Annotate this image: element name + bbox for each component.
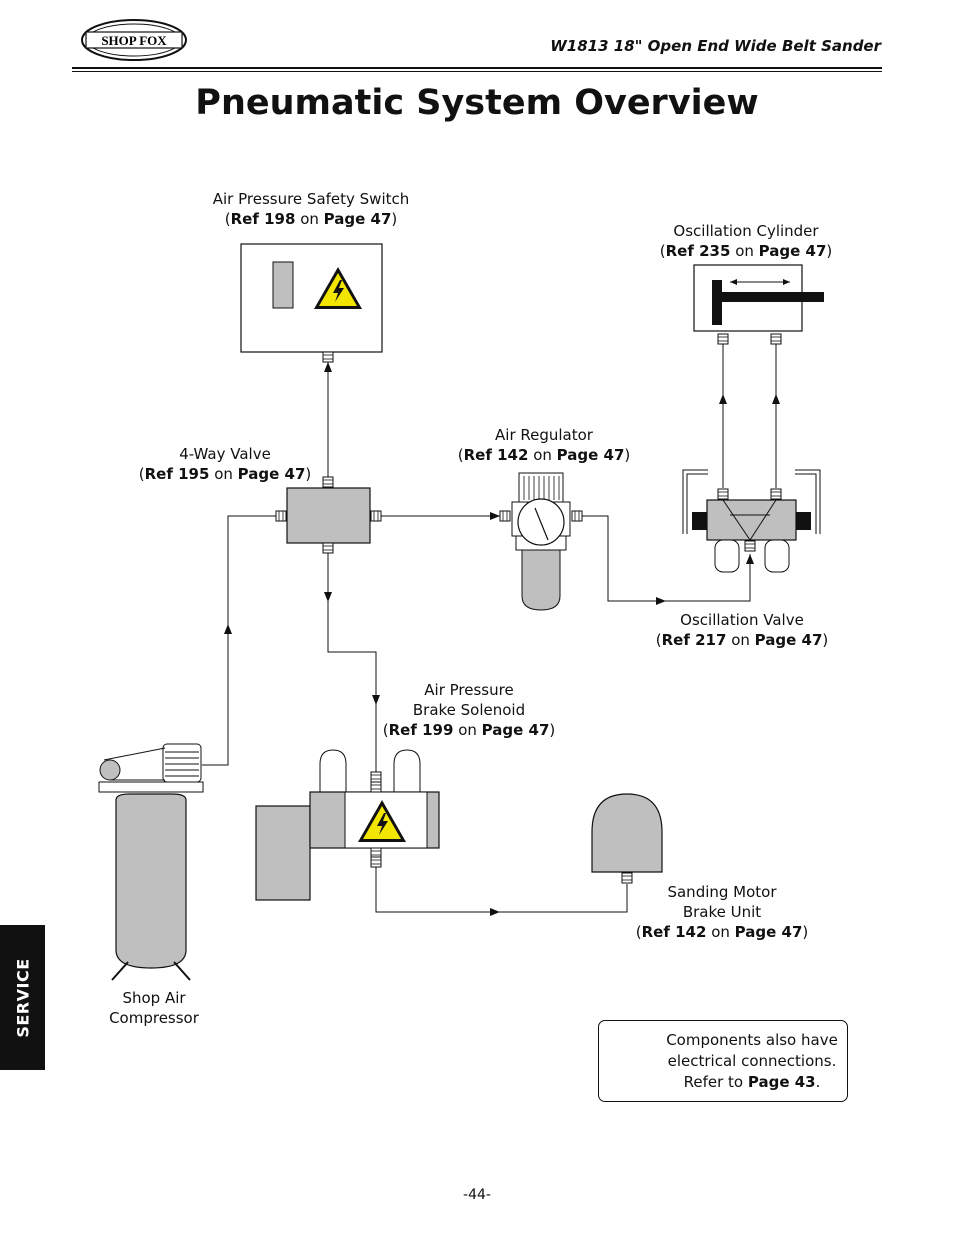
brake-solenoid-component [255,749,440,901]
safety-switch-component [240,243,383,363]
service-section-tab: SERVICE [0,925,45,1070]
compressor-label: Shop Air Compressor [109,989,199,1027]
page-number: -44- [463,1187,491,1203]
header-rule [72,67,882,69]
four-way-valve-label: 4-Way Valve (Ref 195 on Page 47) [138,445,312,483]
note-box [598,1020,848,1102]
air-regulator-label: Air Regulator (Ref 142 on Page 47) [457,426,631,464]
safety-switch-label: Air Pressure Safety Switch (Ref 198 on P… [212,190,410,228]
four-way-valve-component [275,476,382,554]
note-text: Components also have electrical connecti… [666,1031,838,1091]
oscillation-valve-component [682,469,821,573]
page-title: Pneumatic System Overview [195,83,759,123]
motor-brake-label: Sanding Motor Brake Unit (Ref 142 on Pag… [635,883,809,941]
air-lines [202,344,777,913]
header-rule-thin [72,71,882,72]
document-title: W1813 18" Open End Wide Belt Sander [550,37,881,55]
air-regulator-component [499,472,583,611]
compressor-component [98,743,204,981]
brake-solenoid-label: Air Pressure Brake Solenoid (Ref 199 on … [382,681,556,739]
service-tab-label: SERVICE [13,957,32,1038]
motor-brake-unit-component [591,793,663,884]
flow-arrows [224,362,780,916]
osc-valve-label: Oscillation Valve (Ref 217 on Page 47) [655,611,829,649]
logo-text: SHOP FOX [101,33,167,48]
osc-cylinder-label: Oscillation Cylinder (Ref 235 on Page 47… [659,222,833,260]
oscillation-cylinder-component [693,264,824,345]
shop-fox-logo: SHOP FOX [81,19,187,61]
